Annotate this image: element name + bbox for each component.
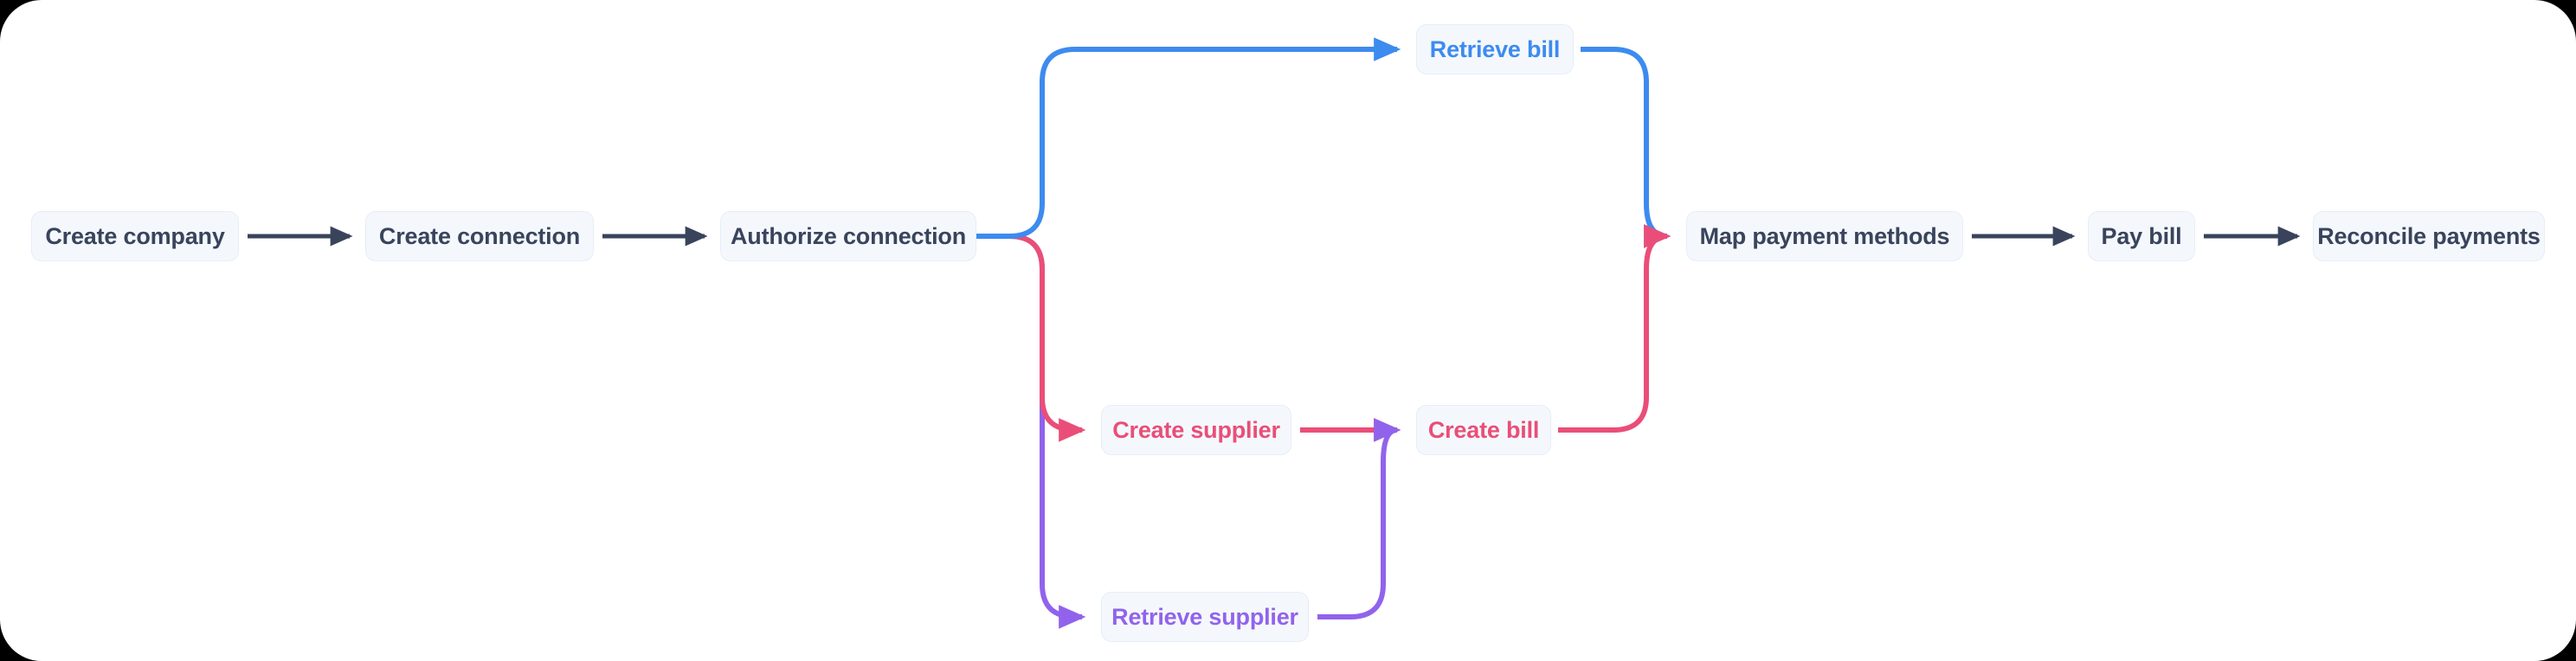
node-label: Create bill [1427,416,1540,443]
node-label: Pay bill [2101,222,2182,249]
node-label: Retrieve bill [1429,35,1561,62]
edge-authorize-connection-to-retrieve-supplier [976,234,1086,629]
edge-retrieve-bill-to-map-payment-methods [1581,47,1671,248]
node-label: Create company [45,222,225,249]
edge-retrieve-supplier-to-create-bill [1317,418,1401,619]
node-label: Authorize connection [731,222,966,249]
node-reconcile-payments[interactable]: Reconcile payments [2313,211,2545,261]
node-authorize-connection[interactable]: Authorize connection [720,211,976,261]
node-create-supplier[interactable]: Create supplier [1101,405,1291,455]
node-create-company[interactable]: Create company [31,211,239,261]
node-retrieve-bill[interactable]: Retrieve bill [1416,24,1574,74]
node-pay-bill[interactable]: Pay bill [2088,211,2195,261]
edge-authorize-connection-to-retrieve-bill [976,37,1401,239]
node-label: Retrieve supplier [1111,603,1298,630]
node-label: Map payment methods [1699,222,1950,249]
node-create-bill[interactable]: Create bill [1416,405,1551,455]
node-retrieve-supplier[interactable]: Retrieve supplier [1101,592,1309,642]
node-map-payment-methods[interactable]: Map payment methods [1686,211,1963,261]
node-create-connection[interactable]: Create connection [365,211,594,261]
node-label: Reconcile payments [2317,222,2541,249]
edge-authorize-connection-to-create-supplier [976,234,1086,442]
node-label: Create supplier [1112,416,1280,443]
node-label: Create connection [378,222,581,249]
edge-create-bill-to-map-payment-methods [1558,224,1671,433]
